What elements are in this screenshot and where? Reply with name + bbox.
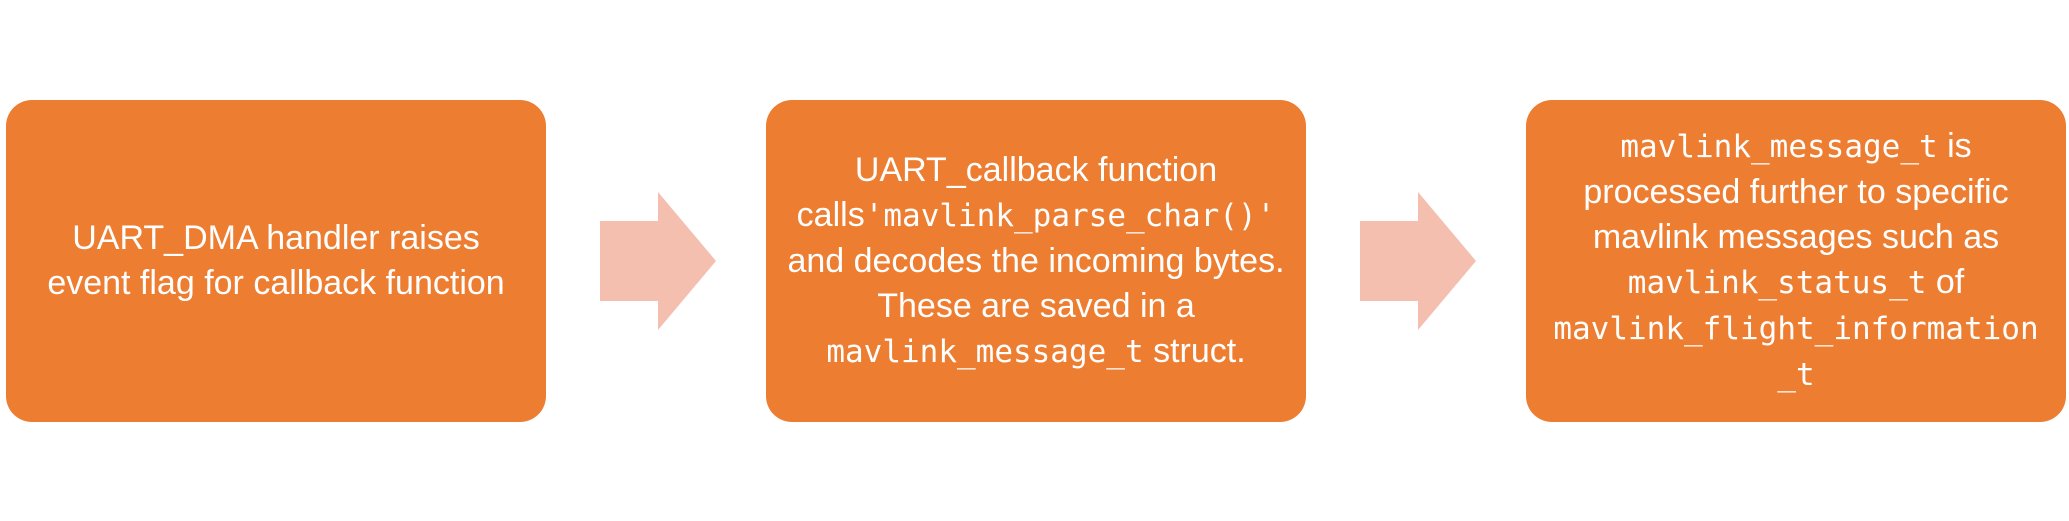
step-3-code-message-t: mavlink_message_t [1620, 129, 1938, 165]
arrow-2-shape [1360, 192, 1476, 330]
step-3-text-part-2: of [1926, 263, 1965, 301]
step-2-text-part-1: UART_callback function calls [796, 150, 1218, 234]
step-2-text-part-3: struct. [1143, 331, 1246, 370]
step-box-uart-callback: UART_callback function calls'mavlink_par… [766, 100, 1306, 422]
step-2-code-message-t: mavlink_message_t [826, 333, 1144, 370]
step-3-text: mavlink_message_t is processed further t… [1546, 124, 2046, 398]
arrow-right-icon [600, 192, 716, 330]
step-1-text: UART_DMA handler raises event flag for c… [47, 219, 505, 302]
step-3-text-part-1: is processed further to specific mavlink… [1583, 127, 2009, 256]
step-box-uart-dma-handler: UART_DMA handler raises event flag for c… [6, 100, 546, 422]
arrow-1-shape [600, 192, 716, 330]
step-3-code-status-t: mavlink_status_t [1627, 265, 1927, 301]
step-3-code-flight-information-t: mavlink_flight_information_t [1553, 311, 2039, 393]
step-2-text-part-2: and decodes the incoming bytes. These ar… [787, 241, 1285, 325]
step-box-message-processing: mavlink_message_t is processed further t… [1526, 100, 2066, 422]
step-2-text: UART_callback function calls'mavlink_par… [786, 148, 1286, 375]
arrow-right-icon [1360, 192, 1476, 330]
step-2-code-parse-char: 'mavlink_parse_char()' [864, 197, 1276, 234]
